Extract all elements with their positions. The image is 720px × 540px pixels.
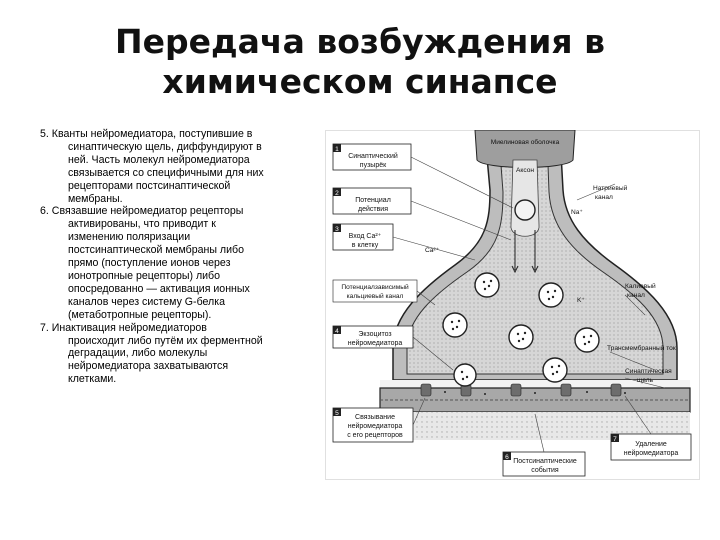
ca-ion-label: Ca²⁺ (425, 247, 440, 254)
calcium-channel-label: Потенциалзависимый кальциевый канал (332, 279, 418, 303)
item-line: происходит либо путём их ферментной (68, 334, 263, 347)
text-item-5: 5. Кванты нейромедиатора, поступившие в … (40, 128, 308, 205)
step-4-line-2: нейромедиатора (348, 339, 403, 347)
item-line: Связавшие нейромедиатор рецепторы (51, 205, 244, 218)
synapse-diagram: 1 Синаптический пузырёк 2 Потенциал дейс… (325, 130, 700, 480)
text-item-6: 6. Связавшие нейромедиатор рецепторы акт… (40, 205, 308, 321)
item-line: изменению поляризации (68, 231, 191, 244)
step-3-line-1: Вход Ca²⁺ (349, 233, 382, 240)
step-1-box: 1 Синаптический пузырёк (332, 143, 412, 171)
slide-title: Передача возбуждения в химическом синапс… (60, 22, 660, 102)
step-5-line-3: с его рецепторов (347, 432, 403, 439)
na-ion-label: Na⁺ (571, 209, 583, 216)
calcium-channel-line-2: кальциевый канал (347, 292, 404, 300)
step-2-line-1: Потенциал (355, 197, 391, 204)
step-7-line-2: нейромедиатора (624, 449, 679, 457)
step-3-box: 3 Вход Ca²⁺ в клетку (332, 223, 394, 251)
synaptic-cleft (380, 380, 690, 388)
step-4-number: 4 (335, 328, 339, 335)
item-line: каналов через систему G-белка (68, 295, 226, 308)
step-5-number: 5 (335, 410, 339, 417)
item-number: 6. (40, 205, 49, 218)
item-line: (метаботропные рецепторы). (68, 308, 212, 321)
item-number: 5. (40, 128, 49, 140)
item-line: прямо (поступление ионов через (68, 257, 231, 270)
k-channel-label-1: Калиевый (625, 282, 656, 290)
item-line: мембраны. (68, 192, 123, 205)
axon-label: Аксон (516, 167, 534, 174)
step-3-line-2: в клетку (352, 242, 379, 249)
item-line: нейромедиатора захватываются (68, 360, 229, 373)
step-1-line-1: Синаптический (348, 152, 398, 160)
receptors (420, 383, 622, 397)
myelin-label: Миелиновая оболочка (491, 138, 560, 146)
step-6-line-1: Постсинаптические (513, 458, 577, 465)
item-line: рецепторами постсинаптической (68, 179, 231, 192)
item-line: активированы, что приводит к (68, 218, 216, 231)
description-text: 5. Кванты нейромедиатора, поступившие в … (40, 128, 308, 386)
step-3-number: 3 (335, 226, 339, 233)
vesicles (442, 199, 600, 387)
cleft-label-1: Синаптическая (625, 368, 672, 375)
leader-lines (392, 156, 666, 453)
step-6-number: 6 (505, 454, 509, 461)
na-channel-label-1: Натриевый (593, 184, 628, 192)
text-item-7: 7. Инактивация нейромедиаторов происходи… (40, 322, 308, 387)
step-2-number: 2 (335, 190, 339, 197)
step-5-line-2: нейромедиатора (348, 422, 403, 430)
step-5-box: 5 Связывание нейромедиатора с его рецепт… (332, 407, 414, 443)
item-line: синаптическую щель, диффундируют в (68, 140, 262, 153)
step-7-box: 7 Удаление нейромедиатора (610, 433, 692, 461)
item-line: клетками. (68, 373, 117, 386)
item-number: 7. (40, 321, 49, 334)
na-channel-label-2: канал (595, 194, 613, 201)
item-line: Кванты нейромедиатора, поступившие в (51, 128, 253, 140)
item-line: опосредованно — активация ионных (68, 282, 250, 295)
step-6-box: 6 Постсинаптические события (502, 451, 586, 477)
step-7-line-1: Удаление (635, 441, 667, 448)
item-line: Инактивация нейромедиаторов (51, 321, 207, 334)
step-5-line-1: Связывание (355, 414, 395, 421)
item-line: связывается со специфичными для них (68, 166, 264, 179)
neurotransmitter-dots (444, 279, 626, 395)
step-6-line-2: события (531, 466, 559, 474)
current-label: Трансмембранный ток (607, 344, 676, 352)
step-1-line-2: пузырёк (360, 162, 387, 169)
step-4-line-1: Экзоцитоз (358, 331, 391, 338)
step-2-line-2: действия (358, 205, 388, 213)
calcium-channel-line-1: Потенциалзависимый (341, 283, 409, 291)
action-potential-arrows (511, 230, 539, 274)
item-line: деградации, либо молекулы (68, 347, 208, 360)
cleft-label-2: щель (637, 377, 654, 384)
title-line-1: Передача возбуждения в (115, 22, 605, 61)
k-ion-label: K⁺ (577, 297, 585, 304)
k-channel-label-2: канал (627, 292, 645, 299)
item-line: ней. Часть молекул нейромедиатора (68, 153, 250, 166)
step-1-number: 1 (335, 146, 339, 153)
step-2-box: 2 Потенциал действия (332, 187, 412, 215)
step-7-number: 7 (613, 436, 617, 443)
item-line: ионотропные рецепторы) либо (68, 269, 221, 282)
title-line-2: химическом синапсе (162, 62, 558, 101)
step-4-box: 4 Экзоцитоз нейромедиатора (332, 325, 414, 349)
item-line: постсинаптической мембраны либо (68, 244, 244, 257)
